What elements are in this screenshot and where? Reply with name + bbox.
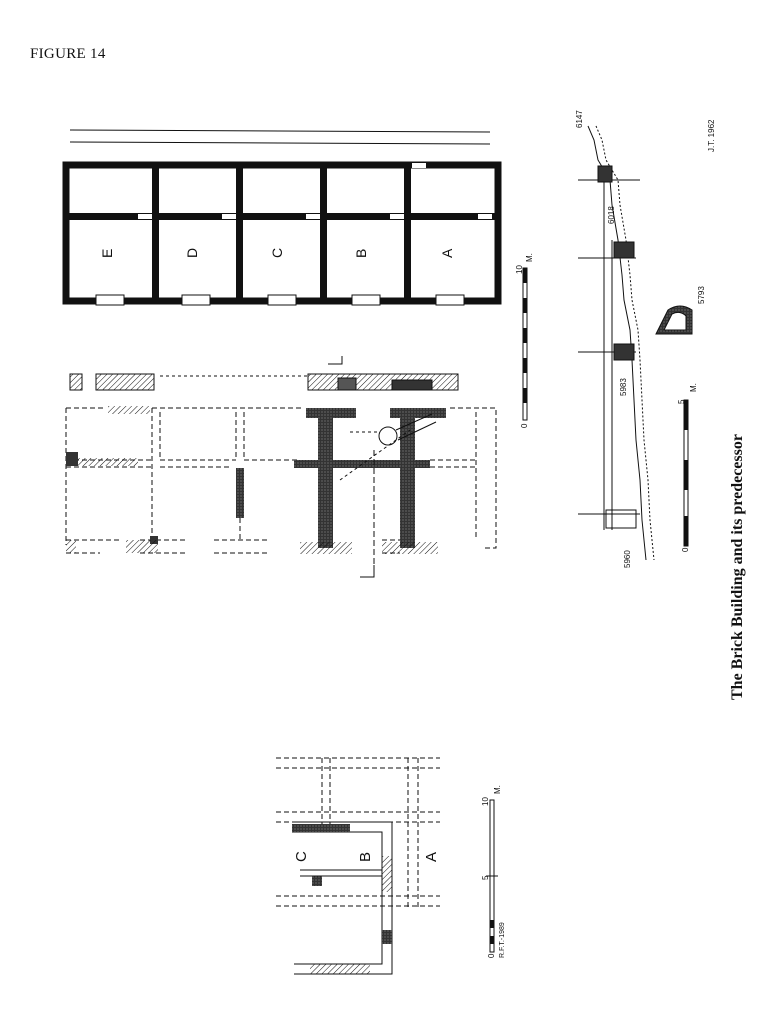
predecessor-label-a: A <box>423 852 440 862</box>
room-label-e: E <box>99 249 115 258</box>
section-drawing <box>578 125 693 561</box>
scale-bottom-mid: 5 <box>481 875 490 880</box>
brick-building-plan: E D C B A <box>62 129 502 306</box>
scale-bottom-end: 10 <box>481 797 490 806</box>
scale-bottom-start: 0 <box>487 953 496 958</box>
scale-bar-section: 0 5 M. <box>677 383 698 552</box>
elevation-6147: 6147 <box>575 110 584 128</box>
scale-bar-bottom: 0 5 10 M. R.F.T.-1989 <box>481 785 506 958</box>
scale-top-end: 10 <box>515 265 524 274</box>
credit-bottom: R.F.T.-1989 <box>499 922 506 958</box>
scale-top-start: 0 <box>520 423 529 428</box>
scale-section-start: 0 <box>681 547 690 552</box>
scale-bar-top: 0 10 M. <box>515 253 534 428</box>
scale-section-unit: M. <box>689 383 698 392</box>
room-label-b: B <box>353 249 369 258</box>
predecessor-label-c: C <box>293 851 310 862</box>
elevation-5793: 5793 <box>697 286 706 304</box>
credit-top: J.T. 1962 <box>707 119 716 152</box>
scale-section-end: 5 <box>677 399 686 404</box>
room-label-a: A <box>439 248 455 258</box>
elevation-5960: 5960 <box>623 550 632 568</box>
predecessor-label-b: B <box>357 852 374 862</box>
scale-bottom-unit: M. <box>493 785 502 794</box>
elevation-6018: 6018 <box>607 206 616 224</box>
room-label-d: D <box>184 248 200 258</box>
predecessor-plan <box>276 757 440 975</box>
excavation-plan <box>65 356 497 578</box>
figure-label: FIGURE 14 <box>30 46 106 62</box>
scale-top-unit: M. <box>525 253 534 262</box>
elevation-5983: 5983 <box>619 378 628 396</box>
room-label-c: C <box>269 248 285 258</box>
